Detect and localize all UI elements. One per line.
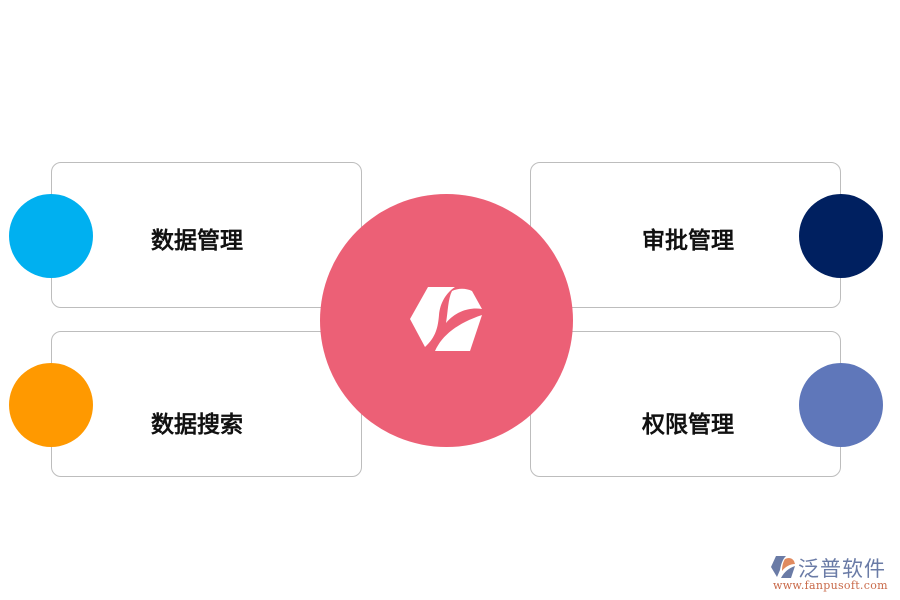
card-label-permission-management: 权限管理 <box>642 412 734 438</box>
circle-marker-permission-management <box>799 363 883 447</box>
card-data-search: 数据搜索 <box>51 331 362 477</box>
watermark-url: www.fanpusoft.com <box>773 579 888 592</box>
fanpu-brand-logo-icon <box>770 555 796 579</box>
watermark-brand-name: 泛普软件 <box>798 557 886 581</box>
watermark: 泛普软件 www.fanpusoft.com <box>770 553 895 593</box>
card-data-management: 数据管理 <box>51 162 362 308</box>
card-label-approval-management: 审批管理 <box>642 228 734 254</box>
circle-marker-data-search <box>9 363 93 447</box>
circle-marker-data-management <box>9 194 93 278</box>
card-approval-management: 审批管理 <box>530 162 841 308</box>
central-hub <box>320 194 573 447</box>
card-label-data-management: 数据管理 <box>151 228 243 254</box>
circle-marker-approval-management <box>799 194 883 278</box>
fanpu-logo-icon <box>408 285 486 357</box>
card-label-data-search: 数据搜索 <box>151 412 243 438</box>
card-permission-management: 权限管理 <box>530 331 841 477</box>
